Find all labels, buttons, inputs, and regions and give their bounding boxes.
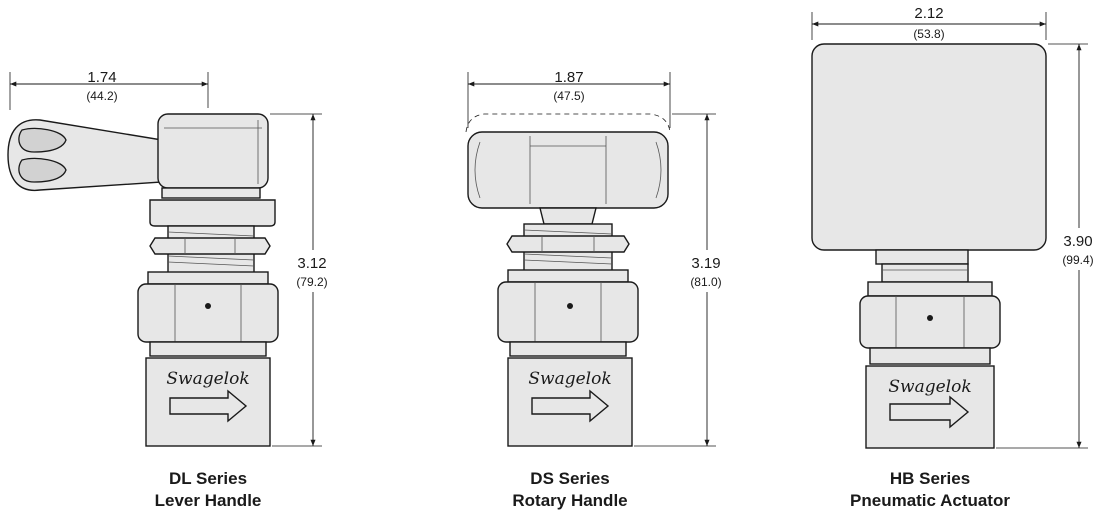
ds-width-inches: 1.87 — [554, 69, 583, 86]
dl-series-title: DL Series — [169, 469, 247, 488]
lever-handle-drawing — [7, 113, 269, 192]
ds-flow-arrow-icon — [531, 389, 610, 423]
dl-width-inches: 1.74 — [87, 69, 116, 86]
dl-series-valve: Swagelok 1.74 (44.2) 3.12 (79.2) DL Seri… — [7, 69, 336, 510]
dl-height-inches: 3.12 — [297, 255, 326, 272]
hb-height-mm: (99.4) — [1062, 253, 1093, 267]
ds-width-mm: (47.5) — [553, 89, 584, 103]
ds-height-inches: 3.19 — [691, 255, 720, 272]
hb-width-inches: 2.12 — [914, 5, 943, 22]
dl-flow-arrow-icon — [169, 389, 248, 423]
ds-actuator-label: Rotary Handle — [512, 491, 627, 510]
hb-flow-arrow-icon — [889, 395, 970, 429]
dl-actuator-label: Lever Handle — [155, 491, 262, 510]
ds-height-mm: (81.0) — [690, 275, 721, 289]
dl-brand-logo: Swagelok — [166, 369, 249, 389]
hb-actuator-label: Pneumatic Actuator — [850, 491, 1010, 510]
hb-height-inches: 3.90 — [1063, 233, 1092, 250]
dl-height-mm: (79.2) — [296, 275, 327, 289]
ds-brand-logo: Swagelok — [528, 369, 611, 389]
hb-series-title: HB Series — [890, 469, 970, 488]
rotary-handle-drawing — [465, 113, 671, 209]
hb-brand-logo: Swagelok — [888, 377, 971, 397]
ds-series-valve: Swagelok 1.87 (47.5) 3.19 (81.0) DS Seri… — [465, 69, 730, 510]
ds-series-title: DS Series — [530, 469, 609, 488]
pneumatic-actuator-drawing — [811, 43, 1047, 251]
dl-width-mm: (44.2) — [86, 89, 117, 103]
hb-series-valve: Swagelok 2.12 (53.8) 3.90 (99.4) HB Seri… — [811, 5, 1100, 510]
hb-width-mm: (53.8) — [913, 27, 944, 41]
